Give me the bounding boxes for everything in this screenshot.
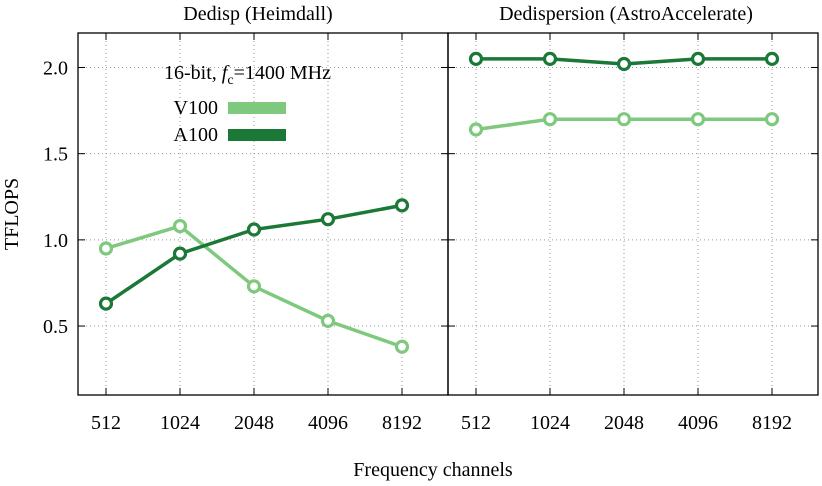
- legend: 16-bit, fc=1400 MHz V100 A100: [164, 62, 331, 146]
- y-tick-label: 1.0: [43, 230, 68, 252]
- legend-label-v100: V100: [174, 97, 218, 119]
- right-v100-point: [468, 122, 484, 137]
- left-x-tick-label: 2048: [234, 412, 274, 434]
- left-x-tick-label: 8192: [382, 412, 422, 434]
- left-v100-point: [394, 339, 410, 354]
- left-a100-point: [98, 296, 114, 311]
- right-v100-point: [616, 112, 632, 127]
- right-x-tick-label: 512: [461, 412, 491, 434]
- right-panel-frame: [447, 32, 819, 396]
- left-a100-point: [320, 212, 336, 227]
- left-v100-point: [98, 241, 114, 256]
- y-tick-label: 2.0: [43, 57, 68, 79]
- right-a100-point: [616, 56, 632, 72]
- y-tick-label: 1.5: [43, 144, 68, 166]
- left-x-tick-label: 4096: [308, 412, 348, 434]
- left-a100-point: [172, 246, 188, 261]
- right-x-tick-label: 2048: [604, 412, 644, 434]
- legend-title: 16-bit, fc=1400 MHz: [164, 62, 331, 88]
- right-x-tick-label: 1024: [530, 412, 570, 434]
- right-v100-point: [690, 112, 706, 127]
- right-a100-point: [690, 51, 706, 66]
- right-panel-series: [468, 51, 780, 137]
- right-v100-point: [542, 112, 558, 127]
- axis-ticks: 0.5 1.0 1.5 2.0 512 1024 2048 4096 8192 512 1024 20…: [43, 33, 818, 434]
- right-a100-point: [468, 51, 484, 66]
- left-panel-series: [98, 198, 410, 354]
- y-tick-label: 0.5: [43, 316, 68, 338]
- x-axis-label: Frequency channels: [353, 459, 513, 481]
- right-panel-title: Dedispersion (AstroAccelerate): [499, 3, 753, 25]
- legend-swatch-a100: [228, 129, 286, 141]
- right-a100-point: [542, 51, 558, 66]
- left-v100-point: [246, 279, 262, 294]
- left-x-tick-label: 512: [91, 412, 121, 434]
- right-v100-point: [764, 112, 780, 127]
- right-x-tick-label: 4096: [678, 412, 718, 434]
- left-panel-title: Dedisp (Heimdall): [183, 3, 332, 25]
- left-a100-point: [394, 198, 410, 213]
- right-panel-grid: [448, 33, 818, 395]
- left-v100-point: [320, 313, 336, 328]
- right-x-tick-label: 8192: [752, 412, 792, 434]
- legend-label-a100: A100: [174, 124, 218, 146]
- legend-swatch-v100: [228, 102, 286, 114]
- left-panel-frame: [77, 32, 449, 396]
- y-axis-label: TFLOPS: [1, 178, 23, 250]
- right-a100-point: [764, 51, 780, 66]
- left-a100-point: [246, 222, 262, 237]
- left-v100-point: [172, 218, 188, 234]
- left-x-tick-label: 1024: [160, 412, 200, 434]
- left-panel-grid: [78, 33, 448, 395]
